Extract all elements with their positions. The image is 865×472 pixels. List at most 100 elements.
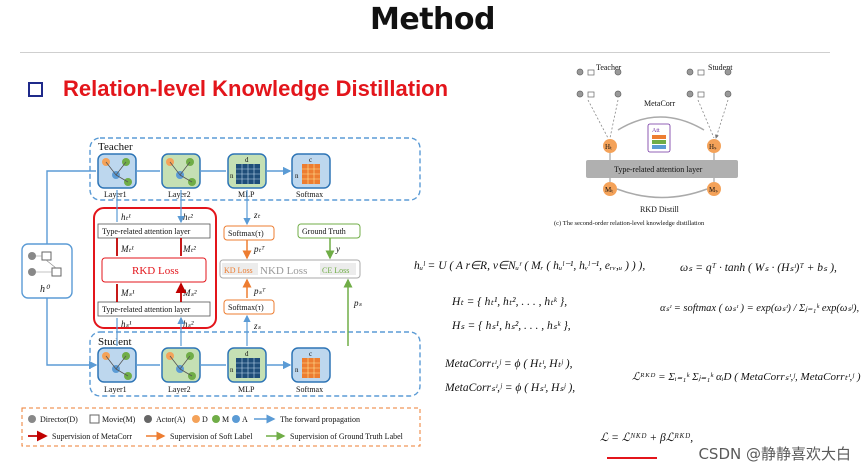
legend-node-d: D [202, 415, 208, 424]
student-label: Student [98, 336, 132, 348]
equation-omega: ωₛ = qᵀ · tanh ( Wₛ · (Hₛᶦ)ᵀ + bₛ ), [680, 262, 837, 274]
equation-student-set: Hₛ = { hₛ¹, hₛ², . . . , hₛᵏ }, [452, 320, 571, 332]
Mt2-label: Mₜ² [182, 244, 196, 254]
legend-node-m: M [222, 415, 229, 424]
student-layer1-label: Layer1 [104, 385, 127, 394]
node-d-icon [192, 415, 200, 423]
teacher-softmax-label: Softmax [296, 190, 323, 199]
kd-loss-label: KD Loss [224, 266, 253, 275]
Mt1-label: Mₜ¹ [120, 244, 134, 254]
zt-label: zₜ [253, 210, 261, 220]
softmax-tau-top [223, 225, 275, 241]
hs2-label: hₛ² [183, 319, 194, 329]
rkd-frame [93, 207, 217, 329]
legend-sup-gt: Supervision of Ground Truth Label [290, 432, 404, 441]
legend-sup-metacorr: Supervision of MetaCorr [52, 432, 132, 441]
small-mt-node [603, 182, 617, 196]
small-hs-label: Hₛ [709, 143, 717, 151]
teacher-mlp [227, 153, 267, 189]
teacher-label: Teacher [98, 141, 133, 153]
student-softmax-dim: c [309, 350, 312, 358]
student-mlp-dim: d [245, 350, 249, 358]
kd-loss-chip [222, 263, 258, 275]
second-order-rkd-diagram: Teacher Student MetaCorr Att Hₜ Hₛ Type-… [554, 63, 738, 227]
type-attn-bottom-label: Type-related attention layer [102, 305, 191, 314]
teacher-layer2 [161, 153, 201, 189]
ground-truth-label: Ground Truth [302, 227, 346, 236]
equation-rkd-loss: ℒᴿᴷᴰ = Σᵢ₌₁ᵏ Σⱼ₌₁ᵏ αᵢD ( MetaCorrₛᶦ,ʲ, M… [632, 371, 861, 383]
Ms1-label: Mₛ¹ [120, 288, 135, 298]
Ms2-label: Mₛ² [182, 288, 197, 298]
equation-total-loss: ℒ = ℒᴺᴷᴰ + βℒᴿᴷᴰ, [600, 432, 694, 444]
ground-truth-box [297, 223, 361, 239]
teacher-frame [89, 137, 421, 201]
small-teacher-label: Teacher [596, 63, 622, 72]
zs-label: zₛ [253, 321, 262, 331]
hs1-label: hₛ¹ [121, 319, 132, 329]
movie-icon [89, 414, 100, 424]
slide-title: Method [370, 2, 495, 37]
ps-label: pₛ [353, 298, 363, 308]
y-label: y [335, 244, 340, 254]
ps-tau-label: pₛᵀ [253, 286, 266, 296]
small-student-label: Student [708, 63, 733, 72]
teacher-softmax-n: n [295, 172, 299, 180]
student-layer2 [161, 347, 201, 383]
small-type-layer-label: Type-related attention layer [614, 165, 703, 174]
student-layer1 [97, 347, 137, 383]
rkd-loss-label: RKD Loss [132, 265, 179, 277]
softmax-tau-top-label: Softmax(τ) [228, 229, 264, 238]
ce-loss-chip [320, 263, 356, 275]
rkd-architecture-diagram: Teacher Student Layer1 Layer2 d n MLP c … [21, 137, 421, 447]
small-att-label: Att [652, 128, 660, 134]
student-softmax-label: Softmax [296, 385, 323, 394]
small-ht-label: Hₜ [605, 143, 612, 151]
student-softmax-n: n [295, 366, 299, 374]
student-mlp-n: n [230, 366, 234, 374]
ce-loss-label: CE Loss [322, 266, 349, 275]
actor-icon [144, 415, 152, 423]
small-ms-node [707, 182, 721, 196]
legend-actor: Actor(A) [156, 415, 186, 424]
equation-metacorr-teacher: MetaCorrₜᶦ,ʲ = ϕ ( Hₜᶦ, Hₜʲ ), [445, 358, 573, 370]
pt-tau-label: pₜᵀ [253, 244, 265, 254]
teacher-layer1 [97, 153, 137, 189]
small-mt-label: Mₜ [605, 186, 613, 194]
checkbox-bullet-icon [28, 81, 43, 97]
student-mlp-label: MLP [238, 385, 255, 394]
legend-director: Director(D) [40, 415, 78, 424]
node-a-icon [232, 415, 240, 423]
legend-movie: Movie(M) [102, 415, 136, 424]
teacher-softmax-dim: c [309, 156, 312, 164]
small-type-layer-box [586, 160, 738, 178]
small-hs-node [707, 139, 721, 153]
small-rkd-distill-label: RKD Distill [640, 205, 680, 214]
section-title: Relation-level Knowledge Distillation [63, 76, 449, 101]
equation-alpha: αₛᶦ = softmax ( ωₛᶦ ) = exp(ωₛᶦ) / Σⱼ₌₁ᵏ… [660, 303, 860, 314]
legend-sup-soft: Supervision of Soft Label [170, 432, 253, 441]
small-metacorr-label: MetaCorr [644, 99, 675, 108]
input-h0-label: h⁰ [40, 284, 51, 295]
director-icon [28, 415, 36, 423]
teacher-mlp-dim: d [245, 156, 249, 164]
legend-frame [21, 407, 421, 447]
softmax-tau-bottom-label: Softmax(τ) [228, 303, 264, 312]
type-attn-top-label: Type-related attention layer [102, 227, 191, 236]
nkd-loss-label: NKD Loss [260, 265, 307, 277]
rkd-distill-arc [616, 188, 708, 199]
student-layer2-label: Layer2 [168, 385, 191, 394]
small-ht-node [603, 139, 617, 153]
equation-teacher-set: Hₜ = { hₜ¹, hₜ², . . . , hₜᵏ }, [452, 296, 568, 308]
watermark-underline [607, 457, 657, 459]
small-teacher-graphs [576, 68, 622, 98]
equation-message-passing: hᵤˡ = U ( A r∈R, v∈Nᵤʳ ( Mᵣ ( hᵤˡ⁻¹, hᵥˡ… [414, 260, 646, 272]
legend-node-a: A [242, 415, 248, 424]
node-m-icon [212, 415, 220, 423]
teacher-softmax [291, 153, 331, 189]
ht2-label: hₜ² [183, 212, 193, 222]
softmax-tau-bottom [223, 299, 275, 315]
teacher-layer1-label: Layer1 [104, 190, 127, 199]
watermark: CSDN @静静喜欢大白 [698, 445, 851, 463]
small-student-graphs [686, 68, 732, 98]
section-heading: Relation-level Knowledge Distillation [28, 76, 448, 102]
